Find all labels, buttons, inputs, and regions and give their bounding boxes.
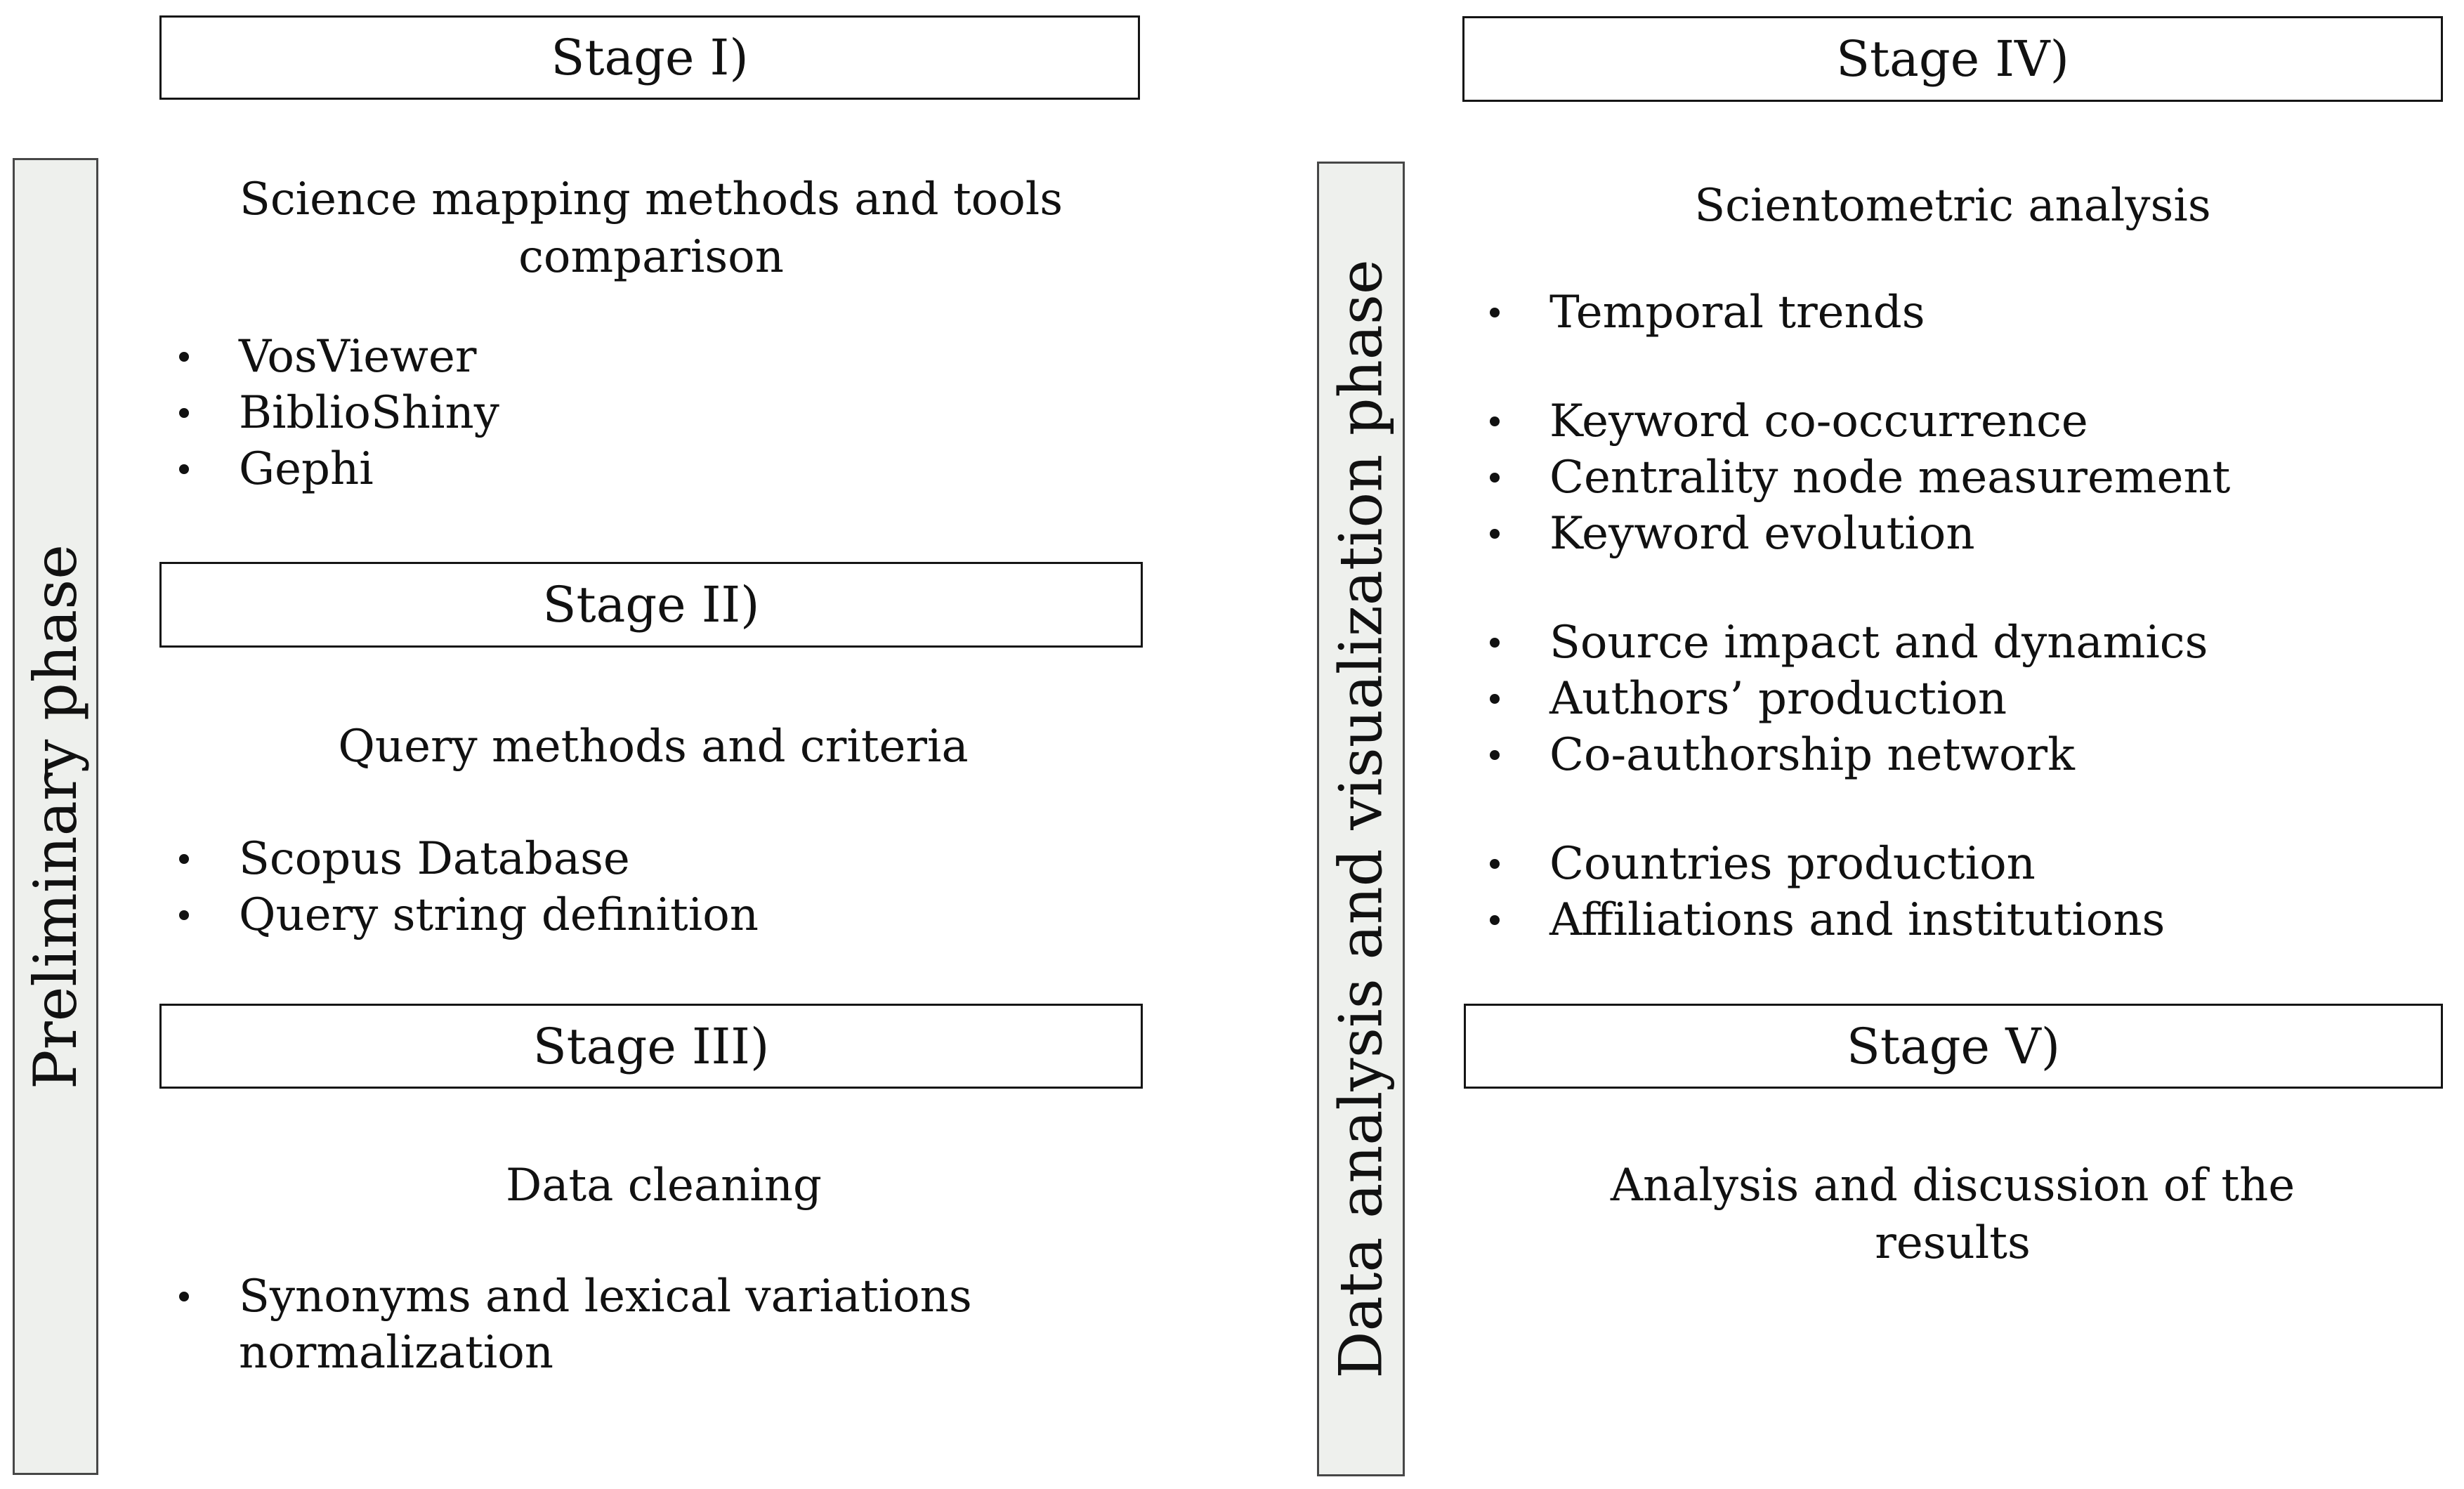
bullet-icon xyxy=(1490,694,1500,704)
stage4-bullet-list: Temporal trends Keyword co-occurrence Ce… xyxy=(1490,284,2230,948)
list-item: Keyword co-occurrence xyxy=(1490,393,2230,450)
stage-title-5: Stage V) xyxy=(1846,1017,2061,1075)
stage-box-3: Stage III) xyxy=(159,1004,1143,1089)
bullet-icon xyxy=(179,910,189,920)
list-item-text: Synonyms and lexical variations normaliz… xyxy=(239,1271,972,1379)
list-item-text: Affiliations and institutions xyxy=(1549,894,2165,946)
phase-label-preliminary: Preliminary phase xyxy=(21,544,90,1089)
list-item: Affiliations and institutions xyxy=(1490,892,2230,948)
stage2-heading: Query methods and criteria xyxy=(338,721,969,773)
list-item: Temporal trends xyxy=(1490,284,2230,341)
bullet-icon xyxy=(179,1292,189,1301)
bullet-group-sources-authors: Source impact and dynamics Authors’ prod… xyxy=(1490,615,2230,783)
stage1-heading: Science mapping methods and tools compar… xyxy=(239,173,1063,283)
list-item: Synonyms and lexical variations normaliz… xyxy=(179,1268,997,1381)
bullet-icon xyxy=(179,854,189,864)
stage3-bullet-list: Synonyms and lexical variations normaliz… xyxy=(179,1268,997,1381)
bullet-icon xyxy=(1490,416,1500,426)
phase-bar-preliminary: Preliminary phase xyxy=(13,158,98,1475)
list-item-text: Query string definition xyxy=(239,889,759,941)
list-item-text: Co-authorship network xyxy=(1549,729,2075,781)
stage1-bullet-list: VosViewer BiblioShiny Gephi xyxy=(179,329,499,497)
list-item: Co-authorship network xyxy=(1490,727,2230,783)
list-item-text: BiblioShiny xyxy=(239,387,499,439)
bullet-icon xyxy=(179,464,189,474)
bullet-icon xyxy=(179,352,189,362)
list-item: Centrality node measurement xyxy=(1490,450,2230,506)
phase-label-data-analysis: Data analysis and visualization phase xyxy=(1326,259,1396,1379)
list-item: Gephi xyxy=(179,441,499,497)
stage-box-4: Stage IV) xyxy=(1462,16,2443,102)
bullet-icon xyxy=(1490,473,1500,483)
bullet-group-temporal: Temporal trends xyxy=(1490,284,2230,341)
list-item: VosViewer xyxy=(179,329,499,385)
stage3-heading: Data cleaning xyxy=(506,1160,822,1212)
list-item: Query string definition xyxy=(179,887,759,943)
list-item-text: Temporal trends xyxy=(1549,287,1925,339)
list-item: Source impact and dynamics xyxy=(1490,615,2230,671)
list-item-text: Authors’ production xyxy=(1549,673,2007,725)
list-item-text: Scopus Database xyxy=(239,833,630,885)
bullet-icon xyxy=(1490,915,1500,925)
stage-box-5: Stage V) xyxy=(1464,1004,2443,1089)
list-item: Scopus Database xyxy=(179,831,759,887)
list-item-text: Source impact and dynamics xyxy=(1549,617,2208,669)
bullet-icon xyxy=(1490,750,1500,760)
bullet-icon xyxy=(1490,308,1500,317)
bullet-group-keywords: Keyword co-occurrence Centrality node me… xyxy=(1490,393,2230,562)
stage-title-3: Stage III) xyxy=(532,1017,770,1075)
stage-box-1: Stage I) xyxy=(159,15,1140,100)
bullet-icon xyxy=(1490,529,1500,539)
list-item-text: Countries production xyxy=(1549,838,2036,890)
bullet-icon xyxy=(1490,638,1500,648)
list-item-text: Gephi xyxy=(239,443,374,495)
list-item: Countries production xyxy=(1490,836,2230,892)
bullet-icon xyxy=(179,408,189,418)
list-item: Keyword evolution xyxy=(1490,506,2230,562)
list-item-text: Keyword evolution xyxy=(1549,508,1975,560)
stage4-heading: Scientometric analysis xyxy=(1694,180,2211,232)
stage-title-1: Stage I) xyxy=(551,29,749,86)
list-item: Authors’ production xyxy=(1490,671,2230,727)
stage5-heading: Analysis and discussion of the results xyxy=(1610,1160,2295,1269)
phase-bar-data-analysis: Data analysis and visualization phase xyxy=(1317,162,1405,1476)
stage-title-4: Stage IV) xyxy=(1836,30,2069,88)
list-item-text: Keyword co-occurrence xyxy=(1549,395,2088,447)
list-item-text: Centrality node measurement xyxy=(1549,452,2231,504)
list-item: BiblioShiny xyxy=(179,385,499,441)
bullet-group-countries: Countries production Affiliations and in… xyxy=(1490,836,2230,948)
bullet-icon xyxy=(1490,859,1500,869)
list-item-text: VosViewer xyxy=(239,331,477,383)
stage-box-2: Stage II) xyxy=(159,562,1143,648)
stage2-bullet-list: Scopus Database Query string definition xyxy=(179,831,759,943)
stage-title-2: Stage II) xyxy=(542,576,760,634)
